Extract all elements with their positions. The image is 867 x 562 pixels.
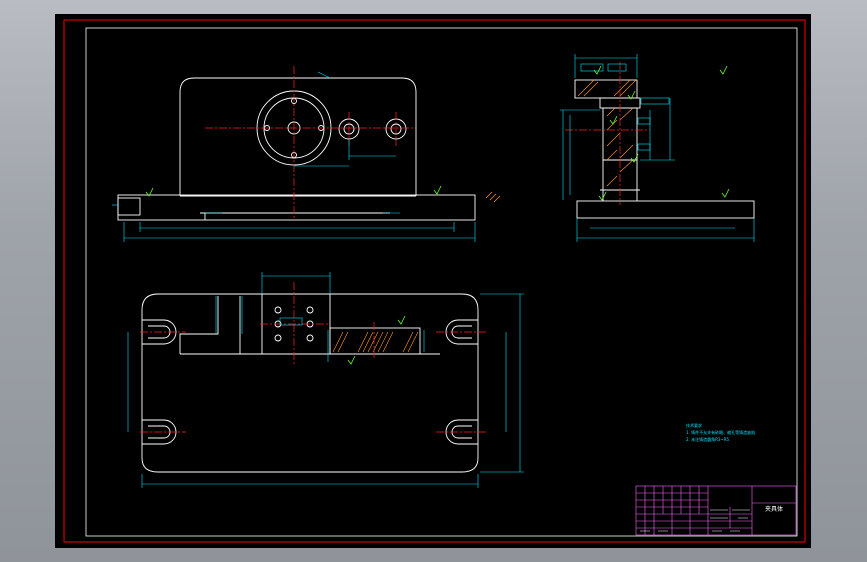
title-block xyxy=(635,485,797,536)
top-view xyxy=(141,293,479,473)
front-view-roughness-marks xyxy=(145,185,442,197)
inner-frame xyxy=(85,27,798,537)
side-view-dimensions xyxy=(560,54,755,242)
side-view-centerlines xyxy=(565,62,650,205)
front-view-base-hatch xyxy=(485,191,501,203)
technical-notes: 技术要求 1. 铸件不允许有砂眼、缩孔等铸造缺陷 2. 未注铸造圆角R3~R5 xyxy=(686,422,755,442)
title-block-fine-lines xyxy=(640,509,750,532)
part-name-label: 夹具体 xyxy=(765,505,783,513)
drawing-paper xyxy=(55,14,811,548)
top-view-dimensions xyxy=(127,272,524,488)
top-view-roughness-marks xyxy=(347,315,406,365)
outer-frame xyxy=(63,19,806,543)
tech-notes-title: 技术要求 xyxy=(686,422,702,428)
side-view-section-hatch xyxy=(577,79,637,187)
side-view-roughness-marks xyxy=(593,65,730,201)
top-view-section-hatch xyxy=(332,331,419,353)
top-view-centerlines xyxy=(140,282,486,433)
front-view-dimensions xyxy=(112,71,476,242)
tech-notes-line-2: 2. 未注铸造圆角R3~R5 xyxy=(686,436,730,442)
tech-notes-line-1: 1. 铸件不允许有砂眼、缩孔等铸造缺陷 xyxy=(686,429,755,435)
